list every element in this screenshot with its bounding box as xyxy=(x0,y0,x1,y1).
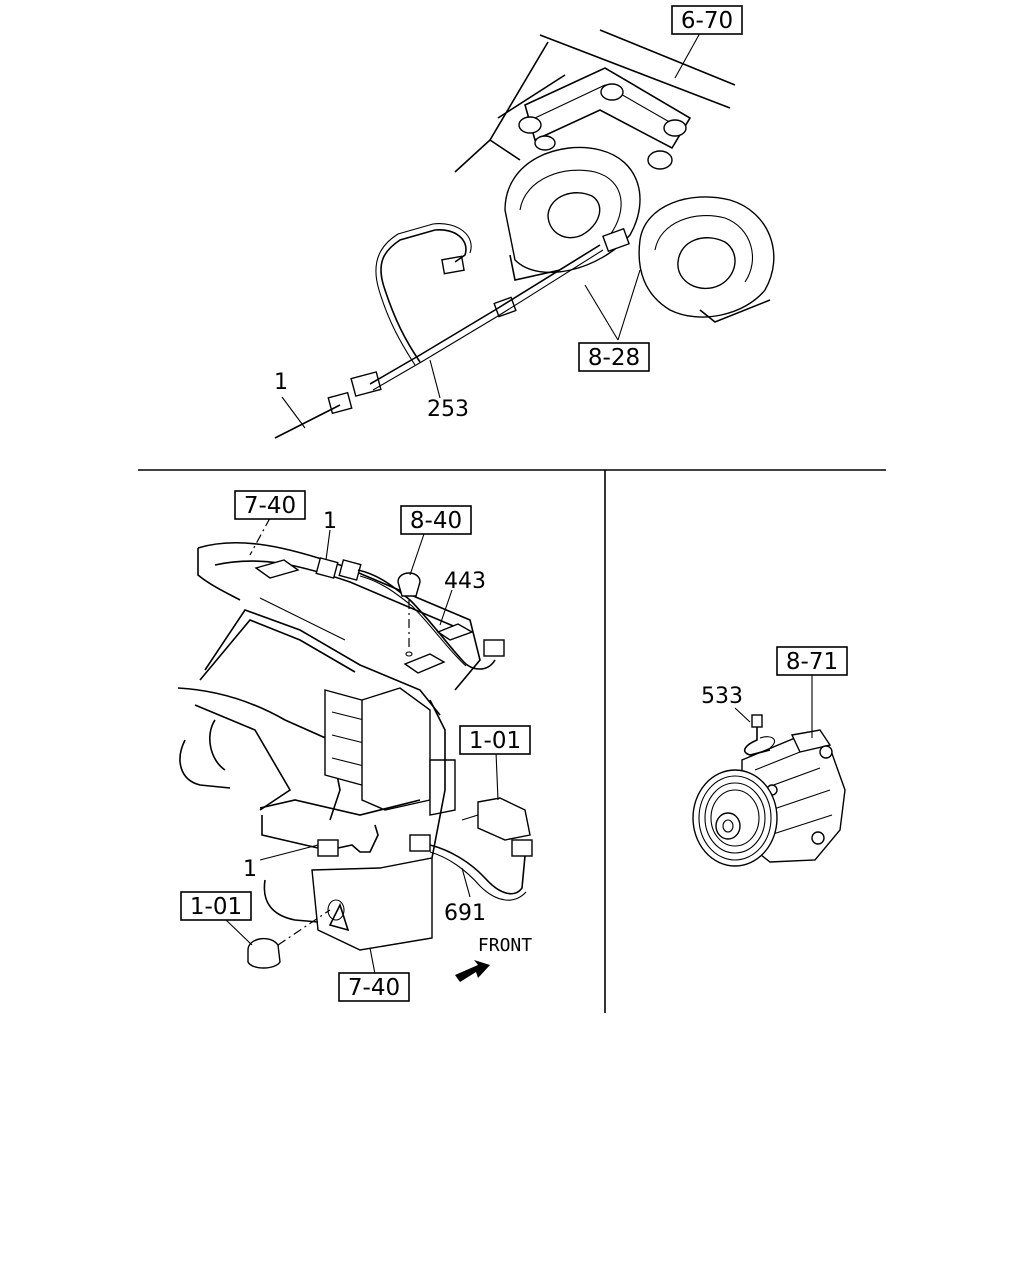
front-direction-label: FRONT xyxy=(478,935,532,956)
ref-label-7-40-bottom: 7-40 xyxy=(348,975,400,1001)
ref-label-1-01-left: 1-01 xyxy=(190,894,242,920)
part-number-533: 533 xyxy=(701,684,743,709)
ref-label-6-70: 6-70 xyxy=(681,8,733,34)
ref-box-6-70: 6-70 xyxy=(671,5,743,35)
ref-label-7-40-top: 7-40 xyxy=(244,493,296,519)
part-number-1-top: 1 xyxy=(274,370,288,395)
top-view-horn-assembly xyxy=(274,29,775,439)
ref-box-8-28: 8-28 xyxy=(578,342,650,372)
ref-label-8-28: 8-28 xyxy=(588,345,640,371)
ref-label-1-01-right: 1-01 xyxy=(469,728,521,754)
ref-box-7-40-top: 7-40 xyxy=(234,490,306,520)
part-number-1-dash-top: 1 xyxy=(323,509,337,534)
bottom-right-view-compressor xyxy=(692,674,846,867)
ref-label-8-40: 8-40 xyxy=(410,508,462,534)
ref-box-1-01-left: 1-01 xyxy=(180,891,252,921)
part-number-1-dash-lower: 1 xyxy=(243,857,257,882)
ref-box-8-71: 8-71 xyxy=(776,646,848,676)
ref-box-7-40-bottom: 7-40 xyxy=(338,972,410,1002)
ref-box-1-01-right: 1-01 xyxy=(459,725,531,755)
part-number-691: 691 xyxy=(444,901,486,926)
part-number-443: 443 xyxy=(444,569,486,594)
bottom-left-view-dashboard xyxy=(177,517,533,982)
ref-box-8-40: 8-40 xyxy=(400,505,472,535)
front-arrow-icon xyxy=(455,960,490,982)
ref-label-8-71: 8-71 xyxy=(786,649,838,675)
part-number-253: 253 xyxy=(427,397,469,422)
